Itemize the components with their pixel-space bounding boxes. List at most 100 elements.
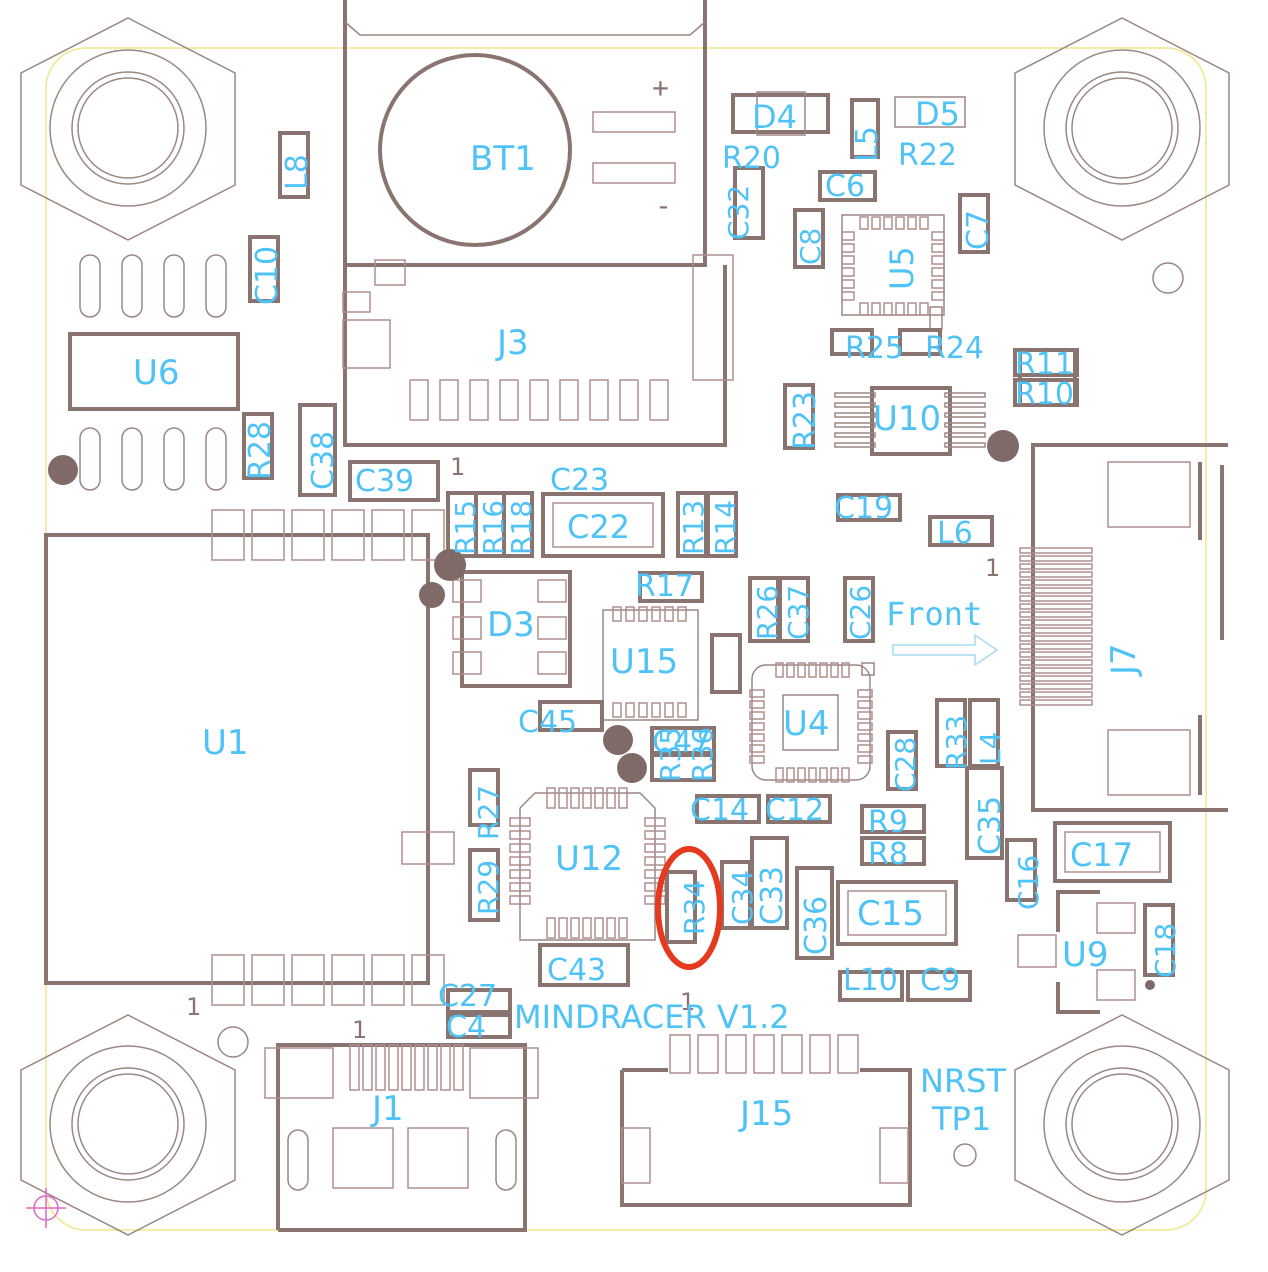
pad xyxy=(558,787,568,809)
pad xyxy=(331,509,365,561)
pad xyxy=(931,243,945,253)
pad xyxy=(919,302,929,316)
pad xyxy=(749,689,765,698)
pad xyxy=(857,700,873,709)
cap-c22-body xyxy=(541,492,665,558)
pad xyxy=(944,432,986,438)
passive-footprint xyxy=(446,1013,512,1039)
pad xyxy=(612,702,622,718)
label-c43: C43 xyxy=(547,953,606,988)
pad xyxy=(638,702,648,718)
via-dot xyxy=(603,725,633,755)
battery-holder-bt1 xyxy=(343,0,707,267)
pad xyxy=(907,216,917,230)
pad xyxy=(589,379,609,421)
pad xyxy=(649,379,669,421)
pad xyxy=(546,917,556,939)
pad xyxy=(1019,579,1093,586)
pad xyxy=(871,302,881,316)
pad xyxy=(808,767,817,783)
pad xyxy=(841,291,855,301)
pad xyxy=(749,744,765,753)
label-l5: L5 xyxy=(850,126,885,162)
passive-footprint xyxy=(638,571,704,603)
pad xyxy=(1019,635,1093,642)
pad xyxy=(841,255,855,265)
passive-footprint xyxy=(278,131,310,199)
pad xyxy=(749,722,765,731)
passive-footprint xyxy=(783,383,815,450)
pad xyxy=(612,606,622,622)
pad xyxy=(371,509,405,561)
cap-c36-body xyxy=(795,866,834,960)
pad xyxy=(509,856,531,866)
label-c27: C27 xyxy=(438,979,497,1014)
passive-footprint xyxy=(1143,903,1175,977)
pad xyxy=(1019,651,1093,658)
label-r14: R14 xyxy=(709,500,742,555)
label-r9: R9 xyxy=(868,805,908,840)
pad xyxy=(619,379,639,421)
label-r25: R25 xyxy=(845,331,904,366)
label-c19: C19 xyxy=(834,491,893,526)
pad xyxy=(1019,611,1093,618)
label-j15: J15 xyxy=(738,1094,793,1134)
label-c28: C28 xyxy=(889,737,922,792)
pad xyxy=(749,700,765,709)
pad xyxy=(625,702,635,718)
label-c36: C36 xyxy=(799,896,834,955)
label-l8: L8 xyxy=(280,154,315,190)
passive-footprint xyxy=(958,193,990,254)
label-c8: C8 xyxy=(794,228,827,265)
cap-c39-body xyxy=(348,460,440,502)
pad xyxy=(664,606,674,622)
pad xyxy=(809,1034,831,1074)
fiducial-bottom-left xyxy=(217,1026,249,1058)
pad xyxy=(1019,547,1093,554)
battery-minus-mark: - xyxy=(655,189,672,222)
label-r13: R13 xyxy=(677,500,710,555)
pad xyxy=(251,509,285,561)
pad xyxy=(371,954,405,1006)
pad xyxy=(775,767,784,783)
pad xyxy=(797,767,806,783)
passive-footprint xyxy=(1005,838,1037,902)
label-j3: J3 xyxy=(495,323,529,363)
pad xyxy=(409,379,429,421)
passive-footprint xyxy=(898,328,942,356)
label-c15: C15 xyxy=(857,894,924,934)
pad xyxy=(931,267,945,277)
label-r33: R33 xyxy=(940,715,973,770)
pad xyxy=(841,231,855,241)
pad xyxy=(830,662,839,678)
pad xyxy=(841,243,855,253)
label-l10: L10 xyxy=(843,963,898,998)
label-c10: C10 xyxy=(250,246,285,305)
cap-c15-pad xyxy=(847,890,947,936)
pad xyxy=(944,442,986,448)
pad xyxy=(907,302,917,316)
cap-c17-pad xyxy=(1064,831,1161,873)
passive-footprint xyxy=(733,166,765,240)
pad xyxy=(786,767,795,783)
pad xyxy=(606,787,616,809)
module-u1 xyxy=(44,509,455,1006)
pad xyxy=(582,917,592,939)
label-r24: R24 xyxy=(925,331,984,366)
via-dot xyxy=(617,753,647,783)
pad xyxy=(834,412,876,418)
pad xyxy=(1019,643,1093,650)
pad xyxy=(509,869,531,879)
pad xyxy=(664,702,674,718)
label-c47: C47 xyxy=(652,725,711,760)
pad xyxy=(375,1044,386,1091)
pad xyxy=(625,606,635,622)
via-dot xyxy=(48,455,78,485)
passive-footprint xyxy=(538,700,604,732)
passive-footprint xyxy=(1018,348,1077,407)
pad xyxy=(411,509,445,561)
pad xyxy=(871,216,881,230)
pad xyxy=(749,711,765,720)
label-c32: C32 xyxy=(722,185,755,240)
pad xyxy=(594,787,604,809)
